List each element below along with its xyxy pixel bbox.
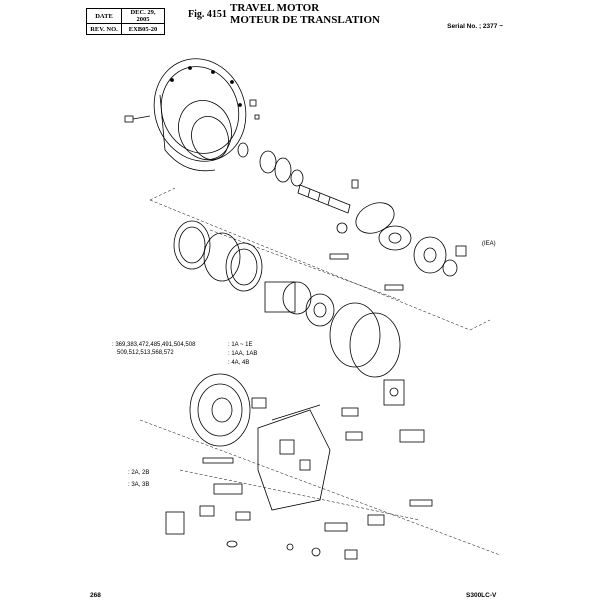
ref-2a: : 2A, 2B xyxy=(128,470,150,476)
page-title: TRAVEL MOTOR MOTEUR DE TRANSLATION xyxy=(230,2,380,26)
ref-1a: : 1A ~ 1E xyxy=(228,342,253,348)
figure-number: Fig. 4151 xyxy=(188,9,227,20)
ref-1aa: : 1AA, 1AB xyxy=(228,351,258,357)
rev-value: EXB05-20 xyxy=(121,23,165,35)
cylinder-block xyxy=(264,281,335,327)
serial-number: Serial No. ; 2377 ~ xyxy=(447,23,503,30)
pins xyxy=(329,253,404,291)
ref-3a: : 3A, 3B xyxy=(128,482,150,488)
bottom-fittings xyxy=(165,457,385,560)
part-list-line1: : 369,383,472,485,491,504,508 xyxy=(112,342,196,348)
o-rings xyxy=(329,302,401,378)
cover-plate xyxy=(383,379,405,406)
ref-iea: (IEA) xyxy=(482,241,496,247)
valve-plate xyxy=(413,236,467,277)
piston-assembly xyxy=(189,373,267,447)
revision-table: DATE DEC. 29, 2005 REV. NO. EXB05-20 xyxy=(86,8,165,35)
valve-cover xyxy=(257,404,331,511)
hub-housing xyxy=(153,58,247,172)
title-english: TRAVEL MOTOR xyxy=(230,2,320,14)
drive-shaft xyxy=(297,179,359,214)
model-code: S300LC-V xyxy=(466,592,497,599)
ref-4a: : 4A, 4B xyxy=(228,360,250,366)
page-number: 268 xyxy=(90,592,101,599)
swash-plate xyxy=(336,202,412,251)
title-french: MOTEUR DE TRANSLATION xyxy=(230,14,380,26)
part-list-note: : 369,383,472,485,491,504,508 509,512,51… xyxy=(112,341,195,357)
rev-label: REV. NO. xyxy=(86,23,122,35)
brake-discs xyxy=(173,220,263,292)
relief-valves xyxy=(341,407,433,507)
bolt-left xyxy=(124,115,151,123)
assembly-guide-lines xyxy=(139,187,501,556)
small-plug-parts xyxy=(237,99,304,187)
part-list-line2: 509,512,513,568,572 xyxy=(117,350,174,356)
